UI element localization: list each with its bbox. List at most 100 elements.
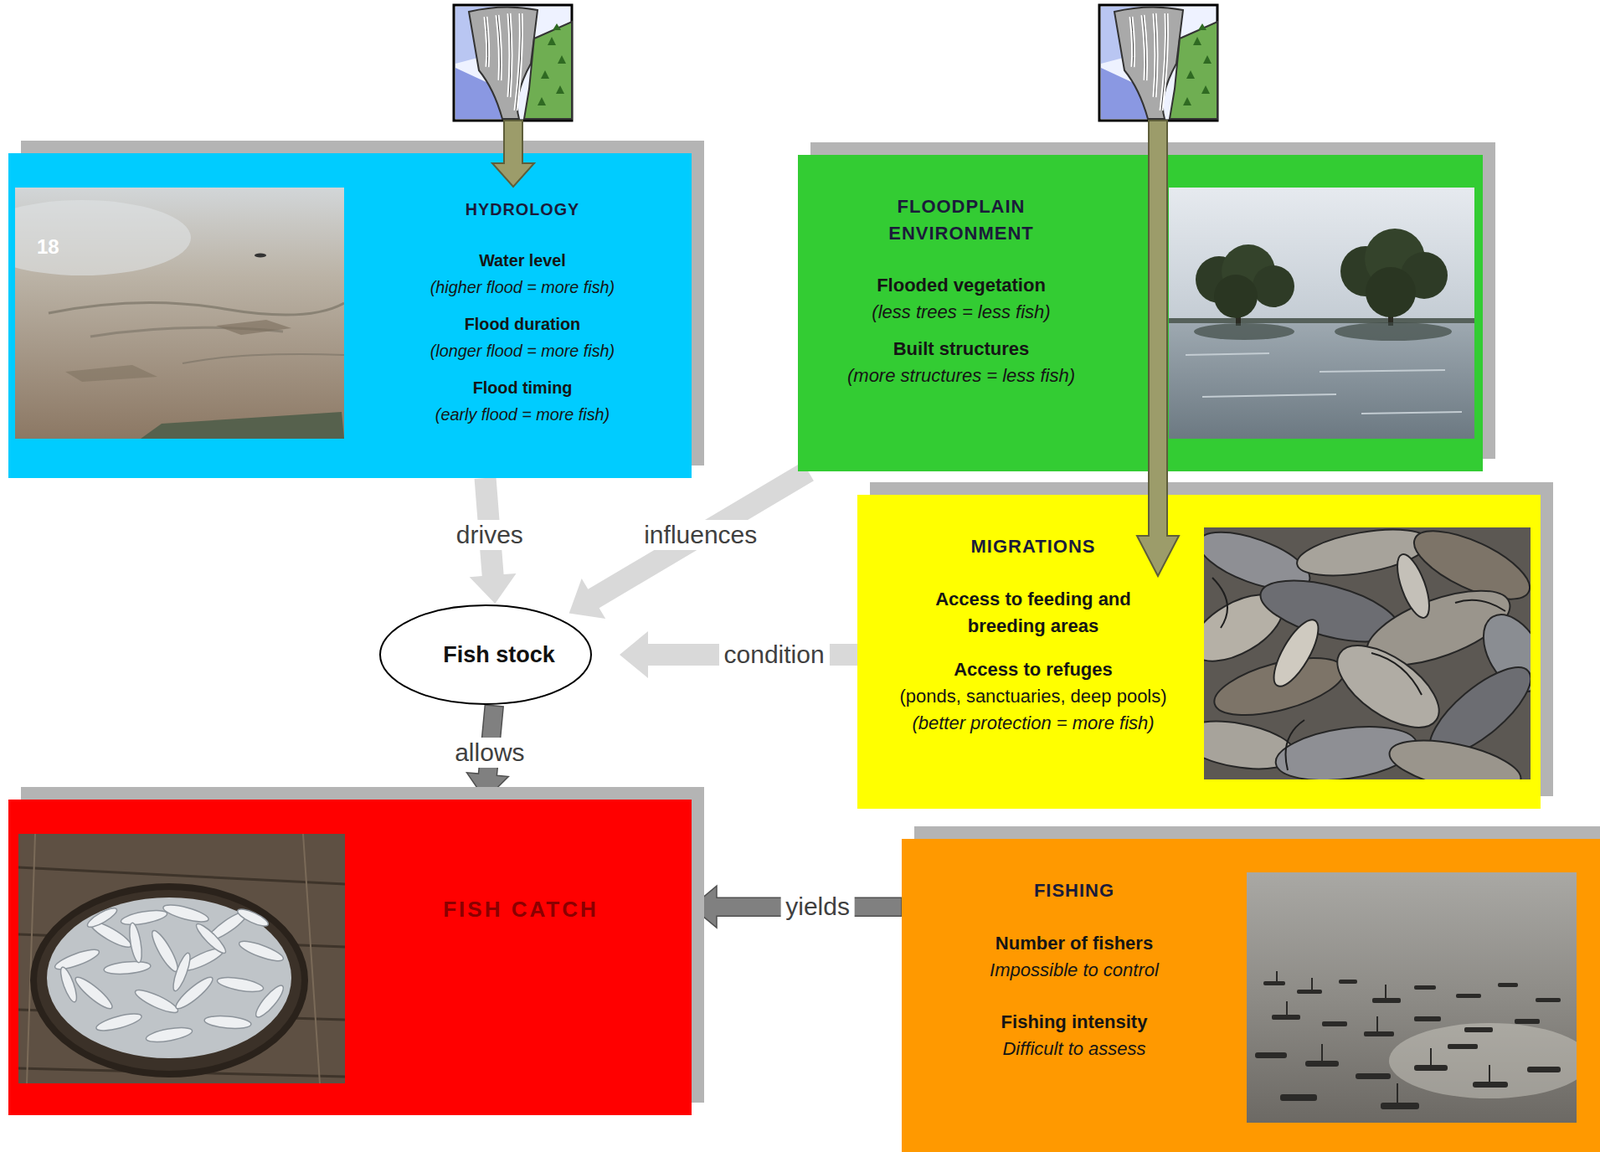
node-label: Fish stock — [442, 639, 556, 670]
ellipse-shape — [380, 605, 592, 705]
fishing-boats-photo-part-part — [1514, 1018, 1540, 1024]
box-heading: MIGRATIONS — [864, 532, 1203, 561]
fishing-boats-photo-part-part — [1464, 1027, 1493, 1033]
basket-photo-part-part — [127, 921, 145, 963]
fishing-boats-photo-part-part — [1280, 1094, 1318, 1101]
fishing-boats-photo-part — [1246, 872, 1577, 1123]
basket-photo-part-part — [172, 973, 217, 1014]
flood-photo-part — [182, 354, 345, 364]
flood-photo-part — [48, 303, 345, 315]
fishing-boats-photo-part — [1389, 1023, 1590, 1099]
basket-photo-part-part — [72, 973, 116, 1014]
floodplain-photo-part — [1400, 252, 1448, 299]
floodplain-photo-part — [1252, 265, 1295, 308]
fishing-boats-photo-part-part — [1322, 1021, 1348, 1027]
basket-photo-part-part — [57, 965, 80, 1004]
fishing-boats-photo-part-part — [1355, 1073, 1391, 1080]
basket-photo-part-part — [216, 974, 265, 995]
effect-note: (more structures = less fish) — [806, 362, 1117, 390]
dam-icon — [453, 5, 1218, 121]
callout-number: 18 — [36, 235, 60, 259]
floodplain-box: FLOODPLAIN ENVIRONMENT Flooded vegetation… — [797, 154, 1483, 472]
fish-pile-photo-part-part — [1272, 718, 1421, 788]
fish-pile-photo-part-part — [1293, 520, 1433, 584]
box-heading: FLOODPLAIN ENVIRONMENT — [864, 193, 1058, 247]
fishing-boats-photo-part-part — [1414, 985, 1436, 990]
flood-photo-part — [65, 365, 158, 382]
factor-title: Flood duration — [354, 310, 690, 338]
floodplain-photo-part — [1340, 246, 1391, 297]
fishing-boats-photo-part-part — [1535, 998, 1561, 1003]
fishing-boats-photo-part-part — [1263, 981, 1286, 986]
fish-pile-photo-part-part — [1471, 604, 1557, 703]
basket-photo-part-part — [235, 905, 270, 930]
fish-pile-photo-part-part — [1208, 646, 1350, 727]
fish-pile-photo-part-part — [1254, 568, 1405, 654]
floodplain-photo-part — [1334, 322, 1452, 341]
fishing-boats-photo-part-part — [1455, 993, 1482, 999]
basket-photo-part-part — [252, 982, 288, 1021]
impact-arrow — [492, 120, 1179, 577]
fishing-boats-photo-part-part — [1305, 1060, 1339, 1067]
floodplain-photo-part — [1168, 187, 1475, 439]
text-column: HYDROLOGYWater level(higher flood = more… — [354, 195, 690, 428]
fishing-boats-photo-part-part — [1372, 998, 1401, 1004]
flood-photo-part — [15, 187, 345, 439]
edge-label: influences — [638, 519, 762, 551]
floodplain-photo-part — [1168, 318, 1475, 324]
fishing-boats-photo-part-part — [1271, 1014, 1301, 1020]
fishing-boats-photo-part-part — [1447, 1044, 1478, 1050]
factor-title: Number of fishers — [910, 930, 1239, 957]
floodplain-photo-part — [1185, 353, 1462, 414]
fish-pile-photo-part — [1212, 577, 1506, 771]
impact-arrow-part — [1136, 120, 1179, 577]
fishing-boats-photo-part-part — [1472, 1081, 1508, 1088]
fish-pile-photo-part-part — [1384, 730, 1525, 802]
dam-icon-part — [453, 5, 572, 121]
fishing-boats-photo-part-part — [1414, 1064, 1448, 1071]
flood-photo — [0, 187, 345, 439]
fish-pile-photo-part-part — [1176, 713, 1300, 777]
fish-pile-photo-part-part — [1191, 520, 1317, 602]
basket-photo-part — [52, 901, 287, 1045]
fish-pile-photo-part — [1203, 527, 1531, 780]
factor-title: Access to feeding and breeding areas — [895, 586, 1172, 640]
flow-arrow — [569, 462, 814, 619]
floodplain-photo-part — [1221, 244, 1276, 299]
edge-label: yields — [780, 891, 855, 922]
effect-note: Impossible to control — [910, 956, 1239, 984]
fishing-boats-photo-part — [1276, 971, 1490, 1103]
flood-photo-part — [216, 319, 292, 335]
effect-note: Difficult to assess — [910, 1035, 1239, 1063]
factor-title: Built structures — [806, 335, 1117, 363]
text-column: FISH CATCH — [353, 895, 689, 924]
box-heading: FISH CATCH — [353, 895, 689, 924]
edge-label: drives — [451, 519, 529, 551]
fish-pile-photo — [1176, 517, 1557, 802]
floodplain-photo-part — [1364, 228, 1426, 289]
text-column: FLOODPLAIN ENVIRONMENT Flooded vegetation… — [806, 193, 1117, 390]
floodplain-photo — [1168, 187, 1475, 439]
text-column: FISHINGNumber of fishersImpossible to co… — [910, 876, 1239, 1063]
basket-photo-part-part — [94, 1010, 144, 1035]
floodplain-photo-part — [1388, 279, 1394, 326]
migrations-box: MIGRATIONS Access to feeding and breeding… — [857, 494, 1541, 809]
fishing-boats-photo-part-part — [1363, 1031, 1395, 1037]
factor-title: Flooded vegetation — [806, 272, 1117, 299]
fish-pile-photo-part-part — [1323, 629, 1453, 744]
fish-pile-photo-part-part — [1358, 575, 1519, 680]
floodplain-photo-part — [1235, 288, 1241, 326]
basket-photo-part-part — [144, 1024, 194, 1045]
flow-arrow — [691, 885, 902, 928]
factor-title: Water level — [354, 246, 690, 274]
basket-photo-part-part — [119, 907, 169, 928]
factor-title: Access to refuges — [864, 656, 1203, 684]
basket-photo-part-part — [102, 960, 151, 977]
basket-photo-part-part — [169, 951, 194, 993]
basket-photo-part — [46, 897, 292, 1059]
fish-pile-photo-part-part — [1404, 517, 1539, 613]
basket-photo-part — [18, 867, 345, 1077]
